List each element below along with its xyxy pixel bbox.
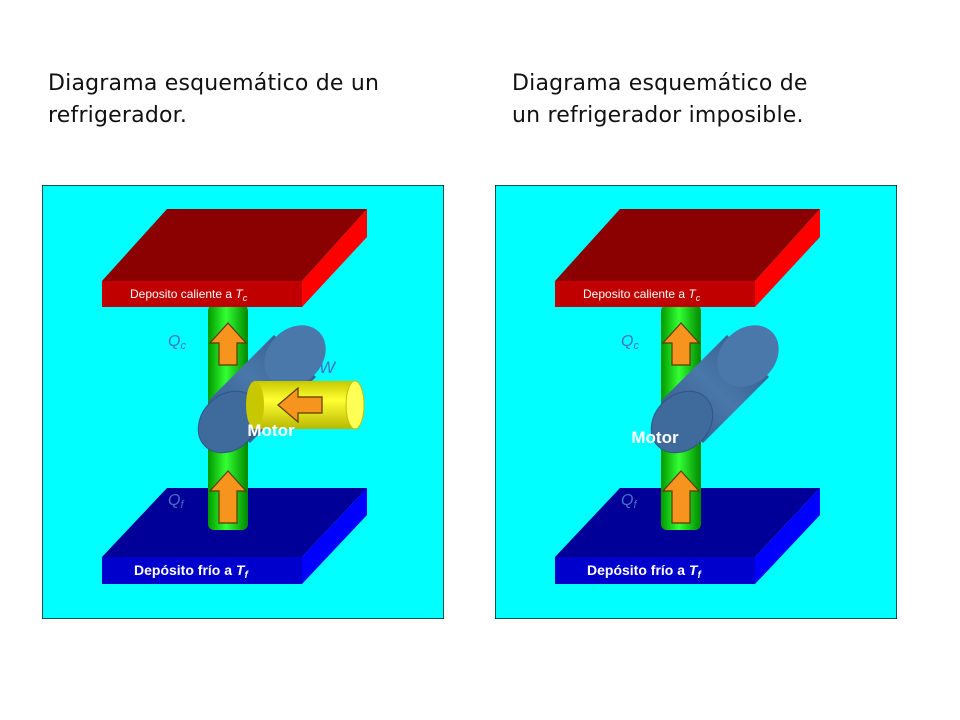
work-label: W bbox=[319, 358, 337, 377]
q-cold-label: Qf bbox=[168, 492, 184, 511]
impossible-refrigerator-diagram: Motor Deposito caliente a Tc Depósito fr… bbox=[495, 185, 897, 619]
hot-reservoir-label: Deposito caliente a Tc bbox=[583, 287, 701, 303]
q-hot-label: Qc bbox=[168, 333, 186, 352]
panel-impossible-refrigerator: Motor Deposito caliente a Tc Depósito fr… bbox=[495, 185, 897, 619]
cold-reservoir-label: Depósito frío a Tf bbox=[587, 562, 702, 581]
heat-hot-arrow-icon bbox=[661, 322, 701, 366]
motor bbox=[650, 325, 779, 454]
cold-reservoir-label: Depósito frío a Tf bbox=[134, 562, 249, 581]
title-left: Diagrama esquemático de un refrigerador. bbox=[48, 71, 380, 128]
q-hot-label: Qc bbox=[621, 333, 639, 352]
title-right: Diagrama esquemático de un refrigerador … bbox=[512, 71, 808, 128]
heat-cold-arrow-icon bbox=[661, 470, 701, 524]
hot-reservoir-label: Deposito caliente a Tc bbox=[130, 287, 248, 303]
panel-refrigerator: Motor Deposito caliente a Tc Depósito fr… bbox=[42, 185, 444, 619]
heat-cold-arrow-icon bbox=[208, 470, 248, 524]
refrigerator-diagram: Motor Deposito caliente a Tc Depósito fr… bbox=[42, 185, 444, 619]
hot-reservoir bbox=[555, 209, 820, 307]
heat-hot-arrow-icon bbox=[208, 322, 248, 366]
hot-reservoir bbox=[102, 209, 367, 307]
q-cold-label: Qf bbox=[621, 492, 637, 511]
motor-label: Motor bbox=[631, 428, 679, 447]
work-arrow-icon bbox=[277, 386, 323, 424]
motor-label: Motor bbox=[247, 421, 295, 440]
